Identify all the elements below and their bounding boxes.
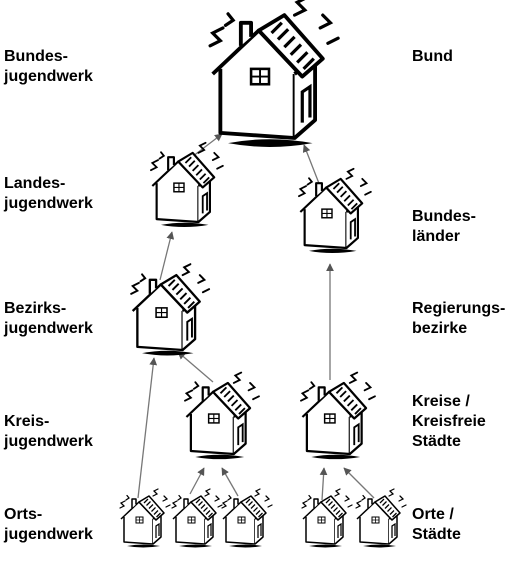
label-line: Städte <box>412 433 461 450</box>
arrow-kreis-to-bezirks <box>177 351 214 383</box>
house-icon-kreis <box>183 371 261 461</box>
arrow-bezirks-to-landes <box>159 231 175 281</box>
left-label-bezirksjugendwerk: Bezirks- jugendwerk <box>4 299 93 339</box>
arrow-ort4-to-kreise <box>319 467 328 501</box>
label-line: Bundes- <box>412 208 476 225</box>
label-line: Regierungs- <box>412 300 506 317</box>
left-label-landesjugendwerk: Landes- jugendwerk <box>4 174 93 214</box>
house-icon-ort-2 <box>171 488 223 549</box>
label-line: Bund <box>412 48 453 65</box>
label-line: Kreisfreie <box>412 413 486 430</box>
arrow-ort2-to-kreis <box>189 467 205 495</box>
label-line: Orte / <box>412 506 454 523</box>
label-line: jugendwerk <box>4 320 93 337</box>
right-label-bund: Bund <box>412 47 453 67</box>
right-label-kreise-staedte: Kreise / Kreisfreie Städte <box>412 392 486 452</box>
right-label-bundeslaender: Bundes- länder <box>412 207 476 247</box>
label-line: jugendwerk <box>4 526 93 543</box>
label-line: Landes- <box>4 175 66 192</box>
label-line: Orts- <box>4 506 43 523</box>
house-icon-ort-4 <box>301 488 353 549</box>
connection-arrows <box>137 133 375 501</box>
house-icon-ort-5 <box>355 488 407 549</box>
label-line: Städte <box>412 526 461 543</box>
label-line: länder <box>412 228 461 245</box>
house-icon-ort-1 <box>119 488 171 549</box>
label-line: Bundes- <box>4 48 68 65</box>
house-icon-bund <box>208 0 341 149</box>
label-line: Kreise / <box>412 393 470 410</box>
left-label-ortsjugendwerk: Orts- jugendwerk <box>4 505 93 545</box>
arrow-ort1-to-bezirks <box>137 357 158 499</box>
house-icon-bezirks <box>129 263 211 357</box>
house-icon-bundeslaender <box>297 167 372 255</box>
house-icon-landes <box>149 141 224 229</box>
label-line: jugendwerk <box>4 433 93 450</box>
arrow-ort3-to-kreis <box>221 467 239 497</box>
label-line: Kreis- <box>4 413 50 430</box>
house-icon-ort-3 <box>221 488 273 549</box>
house-icon-kreise <box>299 371 377 461</box>
right-label-regierungsbezirke: Regierungs- bezirke <box>412 299 505 339</box>
left-label-kreisjugendwerk: Kreis- jugendwerk <box>4 412 93 452</box>
label-line: bezirke <box>412 320 468 337</box>
label-line: jugendwerk <box>4 195 93 212</box>
arrow-ort5-to-kreise <box>343 467 375 499</box>
label-line: jugendwerk <box>4 68 93 85</box>
arrow-bundeslaender-to-bund <box>302 144 321 187</box>
label-line: Bezirks- <box>4 300 67 317</box>
left-label-bundesjugendwerk: Bundes- jugendwerk <box>4 47 93 87</box>
right-label-orte-staedte: Orte / Städte <box>412 505 461 545</box>
